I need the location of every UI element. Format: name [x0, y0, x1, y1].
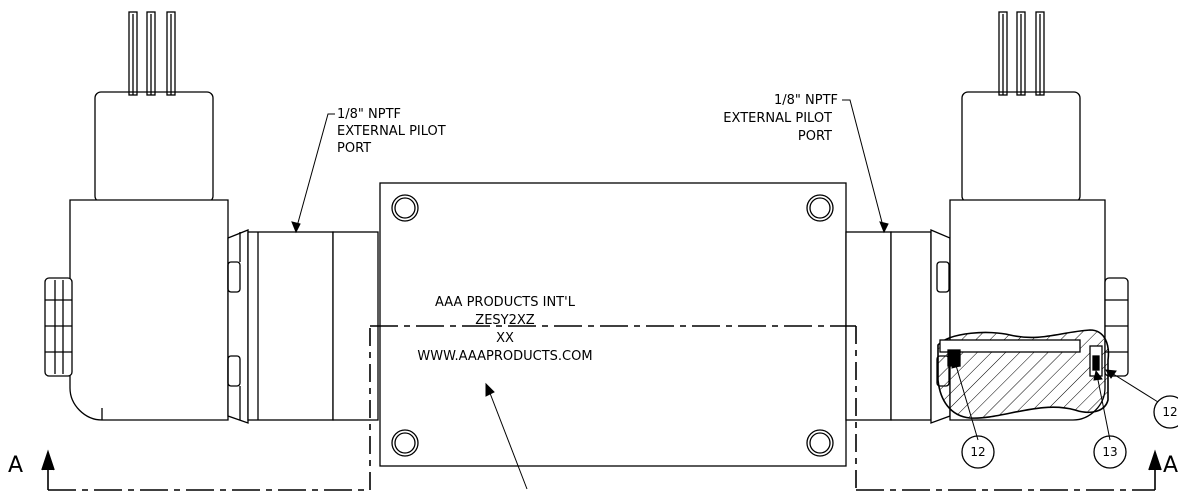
left-callout-line2: EXTERNAL PILOT — [337, 124, 446, 139]
right-callout-line1: 1/8" NPTF — [774, 93, 838, 108]
right-adapter-body — [890, 231, 932, 421]
balloon-12-left — [961, 435, 995, 469]
mounting-hole-top-left — [391, 194, 419, 222]
left-callout-line1: 1/8" NPTF — [337, 107, 401, 122]
left-callout-line3: PORT — [337, 141, 371, 156]
leader-lines — [291, 99, 1159, 490]
left-solenoid — [44, 11, 379, 424]
right-connector-body — [961, 91, 1081, 203]
right-callout-line3: PORT — [798, 129, 832, 144]
balloon-13-text: 13 — [1102, 445, 1117, 459]
left-connector-body — [94, 91, 214, 203]
mounting-hole-top-right — [806, 194, 834, 222]
left-pilot-port-callout: 1/8" NPTF EXTERNAL PILOT PORT — [337, 107, 446, 156]
nameplate-model: ZESY2XZ — [475, 313, 534, 328]
section-cut-line — [41, 325, 1162, 491]
nameplate-text: AAA PRODUCTS INT'L ZESY2XZ XX WWW.AAAPRO… — [417, 295, 592, 364]
left-flange — [227, 229, 249, 424]
left-manual-override-nut — [44, 277, 73, 377]
balloon-13 — [1093, 435, 1127, 469]
balloon-12-left-text: 12 — [970, 445, 985, 459]
left-lead-wires — [128, 11, 176, 96]
valve-body — [379, 182, 847, 467]
mounting-hole-bottom-right — [806, 429, 834, 457]
nameplate-code: XX — [496, 331, 514, 346]
broken-out-section — [937, 329, 1110, 419]
balloon-12-right-text: 12 — [1162, 405, 1177, 419]
right-lead-wires — [998, 11, 1045, 96]
left-coil-housing — [69, 199, 229, 421]
nameplate-website: WWW.AAAPRODUCTS.COM — [417, 349, 592, 364]
section-label-right: A — [1163, 453, 1178, 478]
right-solenoid — [845, 11, 1129, 424]
section-label-left: A — [8, 453, 23, 478]
mounting-hole-bottom-left — [391, 429, 419, 457]
right-callout-line2: EXTERNAL PILOT — [723, 111, 832, 126]
right-pilot-port-callout: 1/8" NPTF EXTERNAL PILOT PORT — [723, 93, 838, 144]
nameplate-company: AAA PRODUCTS INT'L — [435, 295, 576, 310]
left-adapter-body — [247, 231, 334, 421]
balloon-12-right — [1153, 395, 1178, 429]
